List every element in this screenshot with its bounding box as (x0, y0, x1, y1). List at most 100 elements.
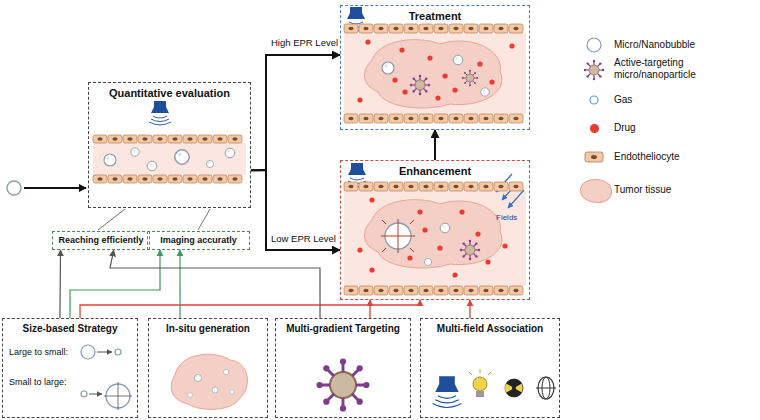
box-title: Size-based Strategy (22, 323, 117, 335)
endothelial-cell (404, 114, 418, 123)
vessel (93, 101, 246, 175)
legend-swatch (590, 124, 599, 133)
cell-nucleus (157, 137, 162, 141)
cell-nucleus (408, 185, 413, 189)
cell-nucleus (513, 185, 518, 189)
cell-nucleus (453, 289, 458, 293)
endothelial-cell (434, 24, 448, 33)
box-title: Enhancement (399, 165, 471, 178)
cell-nucleus (408, 289, 413, 293)
cell-nucleus (483, 117, 488, 121)
endothelial-cell (434, 182, 448, 191)
cell-nucleus (127, 137, 132, 141)
endothelial-cell (449, 24, 463, 33)
cell-nucleus (112, 177, 117, 181)
box-title: Multi-gradient Targeting (286, 323, 400, 335)
start-bubble (7, 181, 86, 195)
goal-box: Reaching efficiently (52, 231, 150, 250)
box-title: Quantitative evaluation (109, 87, 230, 100)
endothelial-cell (464, 182, 478, 191)
cell-nucleus (127, 177, 132, 181)
drug-dot (417, 209, 422, 214)
endothelial-cell (374, 24, 388, 33)
endothelial-cell (344, 286, 358, 295)
cell-nucleus (483, 289, 488, 293)
drug-dot (509, 43, 514, 48)
cell-nucleus (187, 137, 192, 141)
cell-nucleus (468, 117, 473, 121)
endothelial-cell (108, 175, 122, 183)
cell-nucleus (348, 27, 353, 31)
cell-nucleus (202, 177, 207, 181)
endothelial-cell (509, 114, 523, 123)
cell-nucleus (348, 289, 353, 293)
endothelial-cell (228, 175, 242, 183)
box-title: In-situ generation (166, 323, 250, 335)
box-title: Treatment (409, 10, 462, 23)
endothelial-cell (464, 114, 478, 123)
cell-nucleus (453, 185, 458, 189)
cell-nucleus (363, 27, 368, 31)
evaluation-box: Quantitative evaluation (88, 82, 251, 208)
cell-nucleus (438, 185, 443, 189)
endothelial-cell (344, 182, 358, 191)
endothelial-cell (509, 24, 523, 33)
drug-dot (485, 259, 490, 264)
endothelial-cell (228, 135, 242, 143)
drug-dot (502, 243, 507, 248)
strategy-box: Multi-gradient Targeting (275, 318, 411, 418)
cell-nucleus (378, 117, 383, 121)
endothelial-cell (509, 286, 523, 295)
box-title: Reaching efficiently (58, 235, 143, 245)
cell-nucleus (408, 117, 413, 121)
endothelial-cell (389, 24, 403, 33)
cell-nucleus (468, 185, 473, 189)
endothelial-cell (123, 175, 137, 183)
endothelial-cell (138, 175, 152, 183)
drug-dot (365, 39, 370, 44)
endothelial-cell (389, 286, 403, 295)
endothelial-cell (374, 182, 388, 191)
endothelial-cell (404, 182, 418, 191)
cell-nucleus (483, 185, 488, 189)
cell-nucleus (217, 137, 222, 141)
cell-nucleus (112, 137, 117, 141)
endothelial-cell (93, 175, 107, 183)
box-title: Imaging accuratly (160, 235, 237, 245)
endothelial-cell (359, 182, 373, 191)
endothelial-cell (344, 24, 358, 33)
endothelial-cell (198, 175, 212, 183)
endothelial-cell (494, 286, 508, 295)
endothelial-cell (404, 286, 418, 295)
strategy-box: Multi-field Association (420, 318, 560, 418)
cell-nucleus (438, 27, 443, 31)
legend-swatch (580, 179, 612, 203)
cell-nucleus (142, 177, 147, 181)
endothelial-cell (479, 286, 493, 295)
cell-nucleus (408, 27, 413, 31)
cell-nucleus (468, 27, 473, 31)
cell-nucleus (483, 27, 488, 31)
drug-dot (369, 267, 374, 272)
connector-arrow (59, 250, 61, 318)
endothelial-cell (389, 182, 403, 191)
cell-nucleus (393, 185, 398, 189)
drug-dot (392, 77, 397, 82)
drug-dot (399, 47, 404, 52)
endothelial-cell (464, 286, 478, 295)
legend-label: Tumor tissue (614, 184, 754, 196)
drug-dot (437, 245, 442, 250)
in-situ-icon (171, 354, 247, 409)
box-text: Small to large: (9, 377, 67, 387)
cell-nucleus (438, 289, 443, 293)
drug-dot (369, 197, 374, 202)
drug-dot (475, 231, 480, 236)
endothelial-cell (93, 135, 107, 143)
endothelial-cell (183, 175, 197, 183)
goal-box: Imaging accuratly (147, 231, 250, 250)
endothelial-cell (464, 24, 478, 33)
endothelial-cell (153, 175, 167, 183)
cell-nucleus (468, 289, 473, 293)
cell-nucleus (498, 117, 503, 121)
cell-nucleus (423, 289, 428, 293)
